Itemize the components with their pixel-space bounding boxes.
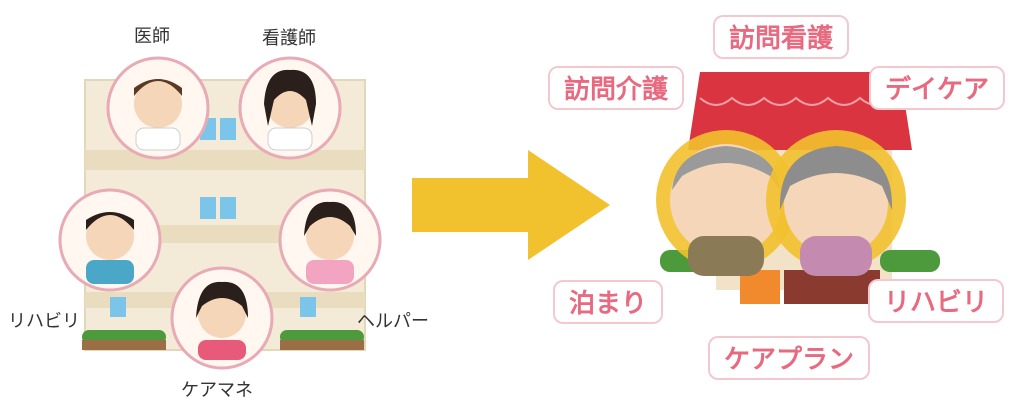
- role-label-nurse: 看護師: [262, 28, 316, 49]
- role-label-care-manager: ケアマネ: [181, 380, 253, 401]
- helper-portrait: [278, 188, 382, 292]
- service-tag-visit-care: 訪問介護: [548, 66, 685, 110]
- role-label-rehab: リハビリ: [8, 311, 80, 332]
- doctor-portrait: [106, 56, 210, 160]
- role-label-helper: ヘルパー: [357, 311, 429, 332]
- service-tag-rehab: リハビリ: [868, 279, 1005, 323]
- service-tag-visit-nursing: 訪問看護: [713, 15, 850, 59]
- service-tag-short-stay: 泊まり: [553, 280, 664, 324]
- nurse-portrait: [238, 56, 342, 160]
- role-label-doctor: 医師: [134, 26, 170, 47]
- service-tag-care-plan: ケアプラン: [708, 336, 871, 380]
- arrow-right-icon: [412, 150, 610, 260]
- service-tag-day-care: デイケア: [869, 66, 1006, 110]
- care-manager-portrait: [170, 266, 274, 370]
- rehab-portrait: [58, 188, 162, 292]
- elderly-woman-figure: [766, 130, 906, 276]
- elderly-man-figure: [656, 130, 796, 276]
